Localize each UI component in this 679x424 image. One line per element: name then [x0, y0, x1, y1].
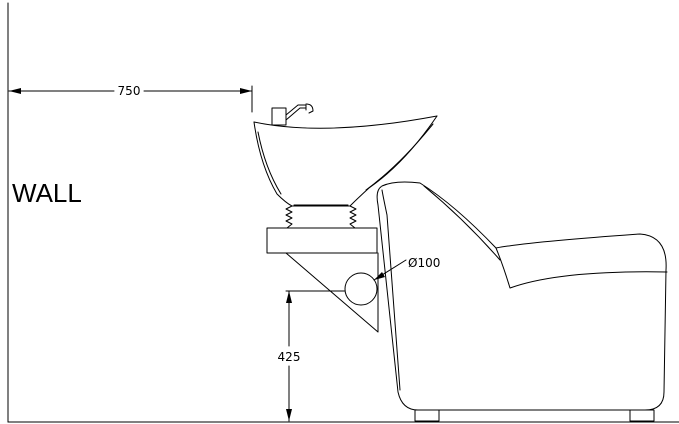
wall-label: WALL	[12, 178, 82, 208]
arrowhead-top	[286, 291, 292, 303]
salon-chair	[376, 181, 668, 422]
support-bracket	[285, 252, 379, 333]
basin-bowl	[253, 115, 438, 207]
faucet	[271, 103, 314, 126]
chair-back-inner	[381, 189, 401, 391]
basin-rim	[253, 115, 438, 129]
faucet-tip	[305, 103, 314, 114]
basin-support	[266, 227, 379, 333]
diameter-callout: Ø100	[373, 256, 440, 281]
chair-foot-right	[629, 409, 655, 422]
dimension-425: 425	[278, 290, 346, 422]
dimension-label-750: 750	[118, 84, 141, 98]
arrowhead-right	[240, 88, 252, 94]
neck-right	[349, 205, 357, 229]
arrowhead-left	[9, 88, 21, 94]
chair-foot-left	[414, 409, 440, 422]
basin-bowl-inner	[257, 123, 434, 195]
diameter-label: Ø100	[408, 256, 440, 270]
dimension-label-425: 425	[278, 350, 301, 364]
wash-basin	[253, 115, 438, 207]
chair-seat-line	[495, 247, 668, 289]
arrowhead-bottom	[286, 409, 292, 421]
chair-armrest-line	[423, 185, 501, 261]
faucet-spout	[285, 104, 307, 121]
base-plate	[266, 227, 378, 254]
dimension-750: 750	[8, 84, 253, 113]
chair-back-outer	[376, 181, 667, 411]
basin-neck	[285, 204, 357, 229]
neck-left	[285, 205, 293, 229]
diameter-arrowhead	[374, 272, 385, 280]
faucet-body	[271, 107, 287, 126]
wall-and-floor	[7, 2, 679, 423]
drain-pipe-circle	[344, 272, 378, 306]
